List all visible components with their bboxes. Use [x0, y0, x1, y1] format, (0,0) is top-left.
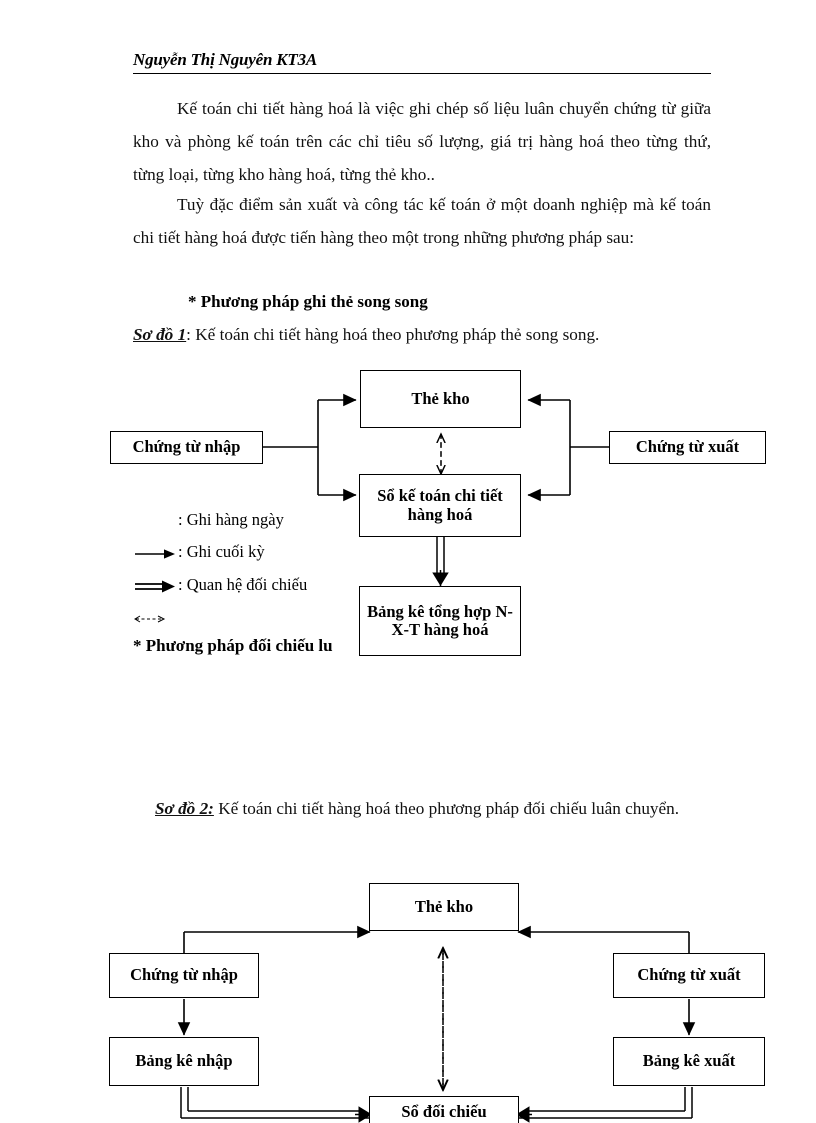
dashed-arrow-glyph: [134, 615, 166, 623]
diagram-1-legend-label-reconcile: : Quan hệ đối chiếu: [178, 575, 308, 595]
paragraph-methods: Tuỳ đặc điểm sản xuất và công tác kế toá…: [133, 188, 711, 254]
sodo-1-caption-text: : Kế toán chi tiết hàng hoá theo phương …: [186, 325, 600, 344]
diagram-1-legend-item-daily: : Ghi hàng ngày: [134, 509, 284, 530]
method-2-heading: * Phương pháp đối chiếu lu: [133, 636, 333, 655]
paragraph-methods-text: Tuỳ đặc điểm sản xuất và công tác kế toá…: [133, 195, 711, 247]
dashed-arrow-icon: [134, 612, 176, 626]
sodo-1-label: Sơ đồ 1: [133, 325, 187, 344]
sodo-2-caption-text: Kế toán chi tiết hàng hoá theo phương ph…: [213, 799, 680, 818]
thin-arrow-icon: [134, 545, 176, 559]
header-divider: [133, 73, 711, 75]
diagram-2-box-bang-ke-xuat: Bảng kê xuất: [613, 1037, 765, 1086]
diagram-1-legend-item-dashed: [134, 608, 178, 628]
page-header: Nguyễn Thị Nguyên KT3A: [133, 50, 711, 75]
diagram-2-box-the-kho: Thẻ kho: [369, 883, 519, 931]
sodo-2-label: Sơ đồ 2:: [155, 799, 214, 818]
header-author-name: Nguyễn Thị Nguyên KT3A: [133, 50, 318, 69]
diagram-1-box-bang-ke-tong-hop: Bảng kê tổng hợp N-X-T hàng hoá: [359, 586, 521, 656]
plain-line-icon: [134, 513, 176, 527]
thin-arrow-glyph: [135, 549, 175, 559]
diagram-1-legend-item-period-end: : Ghi cuối kỳ: [134, 541, 265, 562]
diagram-2-box-so-doi-chieu: Sổ đối chiếu: [369, 1096, 519, 1123]
diagram-1-legend-label-daily: : Ghi hàng ngày: [178, 510, 284, 530]
diagram-1-legend-label-period-end: : Ghi cuối kỳ: [178, 542, 265, 562]
diagram-1-box-chung-tu-xuat: Chứng từ xuất: [609, 431, 766, 464]
diagram-2-box-chung-tu-xuat: Chứng từ xuất: [613, 953, 765, 998]
diagram-1-box-chung-tu-nhap: Chứng từ nhập: [110, 431, 263, 464]
diagram-1-legend-item-reconcile: : Quan hệ đối chiếu: [134, 574, 307, 595]
paragraph-intro-text: Kế toán chi tiết hàng hoá là việc ghi ch…: [133, 99, 711, 184]
thick-arrow-glyph: [135, 580, 175, 593]
sodo-2-caption: Sơ đồ 2: Kế toán chi tiết hàng hoá theo …: [133, 792, 711, 825]
diagram-2-box-bang-ke-nhap: Bảng kê nhập: [109, 1037, 259, 1086]
diagram-1-box-the-kho: Thẻ kho: [360, 370, 521, 428]
diagram-2-box-chung-tu-nhap: Chứng từ nhập: [109, 953, 259, 998]
paragraph-intro: Kế toán chi tiết hàng hoá là việc ghi ch…: [133, 92, 711, 191]
method-1-heading: * Phương pháp ghi thẻ song song: [188, 292, 428, 311]
plain-line-glyph: [134, 514, 176, 528]
diagram-1-box-so-ke-toan: Sổ kế toán chi tiết hàng hoá: [359, 474, 521, 537]
thick-arrow-icon: [134, 578, 176, 593]
sodo-1-caption: Sơ đồ 1: Kế toán chi tiết hàng hoá theo …: [133, 318, 733, 351]
